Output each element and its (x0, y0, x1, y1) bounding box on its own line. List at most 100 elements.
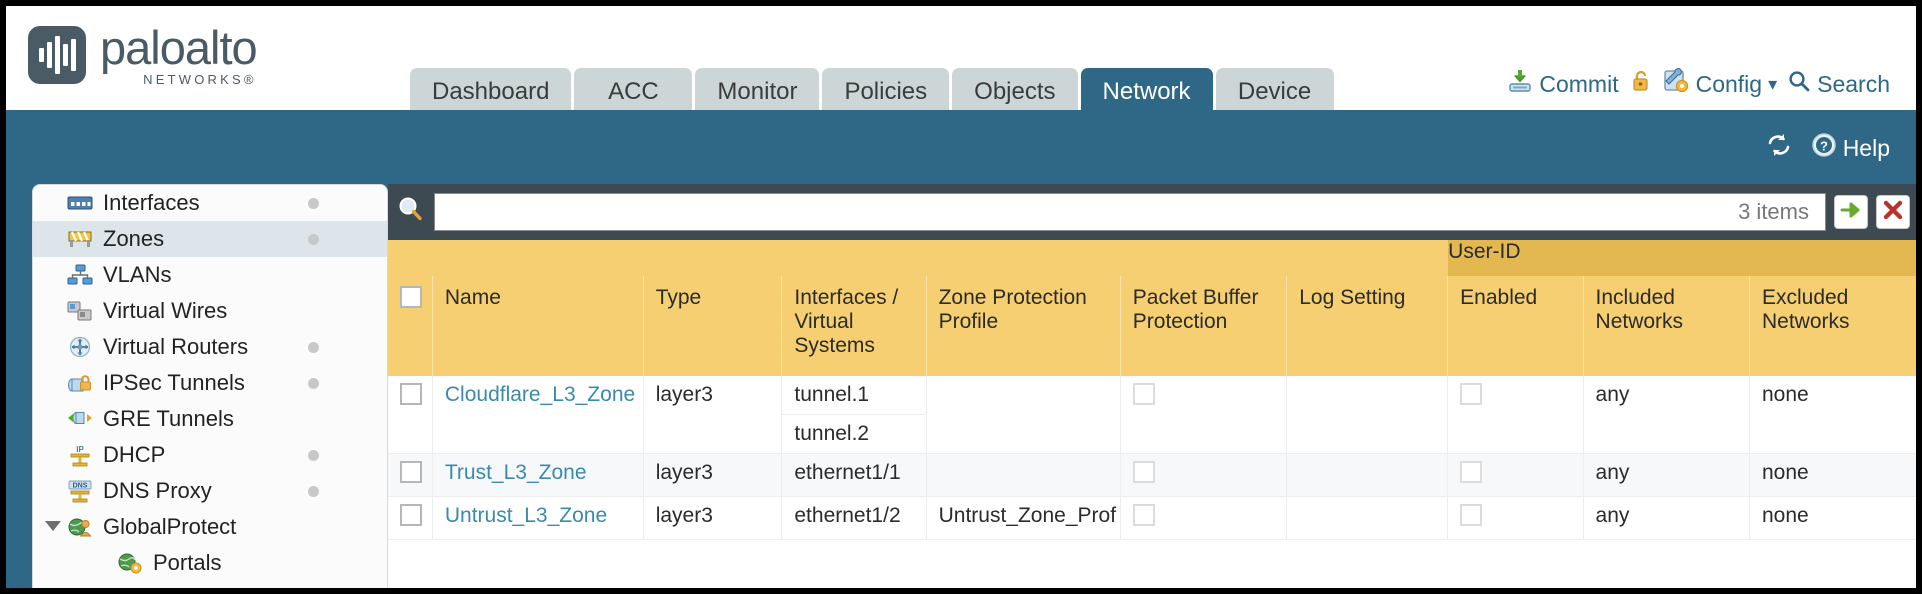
sidebar-item-globalprotect[interactable]: GlobalProtect (33, 509, 387, 545)
sidebar-label: Zones (103, 226, 165, 251)
packet-buffer-protection-checkbox[interactable] (1132, 461, 1155, 483)
commit-button[interactable]: Commit (1507, 68, 1619, 100)
cell-excluded-networks: none (1748, 376, 1916, 454)
tab-network[interactable]: Network (1080, 68, 1213, 117)
portals-icon (117, 552, 143, 574)
select-all-header (388, 276, 433, 376)
chevron-down-icon[interactable]: ▾ (1768, 73, 1778, 94)
tab-acc[interactable]: ACC (574, 68, 693, 117)
sidebar-item-vlans[interactable]: VLANs (33, 257, 387, 293)
interface-list: ethernet1/1 (782, 454, 925, 492)
config-button[interactable]: Config ▾ (1663, 68, 1778, 100)
zones-table-wrapper: User-ID Name Type Interfaces / Virtual S… (388, 240, 1916, 588)
column-header-type[interactable]: Type (642, 276, 782, 376)
sidebar-label: Interfaces (103, 190, 200, 215)
column-header-interfaces-virtual-systems[interactable]: Interfaces / Virtual Systems (781, 276, 927, 376)
tab-monitor[interactable]: Monitor (695, 68, 820, 117)
packet-buffer-protection-checkbox[interactable] (1132, 504, 1155, 526)
select-all-checkbox[interactable] (400, 286, 422, 308)
sidebar-item-dns-proxy[interactable]: DNS DNS Proxy (33, 473, 387, 509)
sidebar-item-dhcp[interactable]: IP DHCP (33, 437, 387, 473)
cell-userid-enabled (1447, 453, 1584, 497)
column-header-included-networks[interactable]: Included Networks (1582, 276, 1750, 376)
userid-enabled-checkbox[interactable] (1460, 504, 1483, 526)
search-input[interactable] (445, 200, 1739, 224)
cell-interfaces: ethernet1/1 (781, 453, 927, 497)
column-header-packet-buffer-protection[interactable]: Packet Buffer Protection (1119, 276, 1287, 376)
column-header-log-setting[interactable]: Log Setting (1286, 276, 1448, 376)
tab-dashboard[interactable]: Dashboard (410, 68, 572, 117)
zones-icon (67, 228, 93, 250)
sidebar-item-portals[interactable]: Portals (33, 545, 387, 581)
virtual-wires-icon (67, 300, 93, 322)
tab-policies[interactable]: Policies (822, 68, 950, 117)
column-header-name[interactable]: Name (431, 276, 644, 376)
apply-filter-button[interactable] (1834, 195, 1868, 229)
red-x-clear-icon (1881, 198, 1905, 227)
status-dot (308, 197, 319, 209)
group-header-row: User-ID (388, 240, 1916, 276)
sidebar-item-gre-tunnels[interactable]: GRE Tunnels (33, 401, 387, 437)
column-header-enabled[interactable]: Enabled (1447, 276, 1584, 376)
cell-packet-buffer-protection (1119, 376, 1287, 454)
sidebar-label: IPSec Tunnels (103, 370, 245, 395)
sidebar-item-interfaces[interactable]: Interfaces (33, 185, 387, 221)
sidebar-item-virtual-routers[interactable]: Virtual Routers (33, 329, 387, 365)
column-header-excluded-networks[interactable]: Excluded Networks (1748, 276, 1916, 376)
sidebar-item-virtual-wires[interactable]: Virtual Wires (33, 293, 387, 329)
lock-button[interactable] (1629, 68, 1653, 100)
config-label: Config (1695, 70, 1763, 97)
commit-download-icon (1507, 68, 1533, 100)
cell-name: Untrust_L3_Zone (431, 496, 644, 540)
table-row[interactable]: Cloudflare_L3_Zone layer3 tunnel.1 tunne… (388, 376, 1916, 454)
cell-type: layer3 (642, 453, 782, 497)
dhcp-icon: IP (67, 444, 93, 467)
status-dot (308, 233, 319, 245)
row-checkbox[interactable] (400, 383, 422, 405)
zone-name-link[interactable]: Trust_L3_Zone (444, 461, 587, 484)
row-select-cell (388, 496, 433, 540)
clear-filter-button[interactable] (1876, 195, 1910, 229)
sub-header-actions: ? Help (1765, 132, 1890, 164)
interface-item: ethernet1/1 (794, 461, 901, 484)
cell-zone-protection-profile (925, 453, 1121, 497)
expand-collapse-caret-icon[interactable] (45, 521, 61, 531)
gre-tunnels-icon (67, 408, 93, 430)
zone-name-link[interactable]: Untrust_L3_Zone (444, 504, 608, 527)
search-button[interactable]: Search (1787, 69, 1890, 99)
search-label: Search (1817, 70, 1890, 97)
commit-label: Commit (1539, 70, 1619, 97)
cell-log-setting (1286, 453, 1448, 497)
brand-logo[interactable]: paloalto NETWORKS® (28, 24, 258, 86)
tab-objects[interactable]: Objects (952, 68, 1078, 117)
packet-buffer-protection-checkbox[interactable] (1132, 383, 1155, 405)
help-button[interactable]: ? Help (1811, 132, 1890, 164)
tab-device[interactable]: Device (1215, 68, 1334, 117)
filter-search-icon[interactable] (396, 195, 426, 230)
userid-enabled-checkbox[interactable] (1460, 461, 1483, 483)
cell-zone-protection-profile (925, 376, 1121, 454)
sidebar-item-zones[interactable]: Zones (33, 221, 387, 257)
search-field-wrapper[interactable]: 3 items (434, 193, 1826, 231)
cell-name: Cloudflare_L3_Zone (431, 376, 644, 454)
zones-table: User-ID Name Type Interfaces / Virtual S… (388, 240, 1916, 540)
row-select-cell (388, 453, 433, 497)
refresh-button[interactable] (1765, 132, 1793, 164)
row-checkbox[interactable] (400, 504, 422, 526)
cell-type: layer3 (642, 376, 782, 454)
cell-included-networks: any (1582, 376, 1750, 454)
network-sidebar: Interfaces Zones VLANs Virtual Wires (32, 184, 388, 588)
table-row[interactable]: Untrust_L3_Zone layer3 ethernet1/2 Untru… (388, 496, 1916, 540)
zone-name-link[interactable]: Cloudflare_L3_Zone (444, 383, 636, 406)
sidebar-item-gateways[interactable]: Gateways (33, 581, 387, 588)
interface-list: ethernet1/2 (782, 497, 925, 535)
table-row[interactable]: Trust_L3_Zone layer3 ethernet1/1 (388, 453, 1916, 497)
interface-item: ethernet1/2 (794, 504, 901, 527)
userid-enabled-checkbox[interactable] (1460, 383, 1483, 405)
refresh-icon (1765, 132, 1793, 164)
column-header-zone-protection-profile[interactable]: Zone Protection Profile (925, 276, 1121, 376)
help-label: Help (1842, 134, 1890, 161)
virtual-routers-icon (67, 336, 93, 358)
sidebar-item-ipsec-tunnels[interactable]: IPSec Tunnels (33, 365, 387, 401)
row-checkbox[interactable] (400, 461, 422, 483)
